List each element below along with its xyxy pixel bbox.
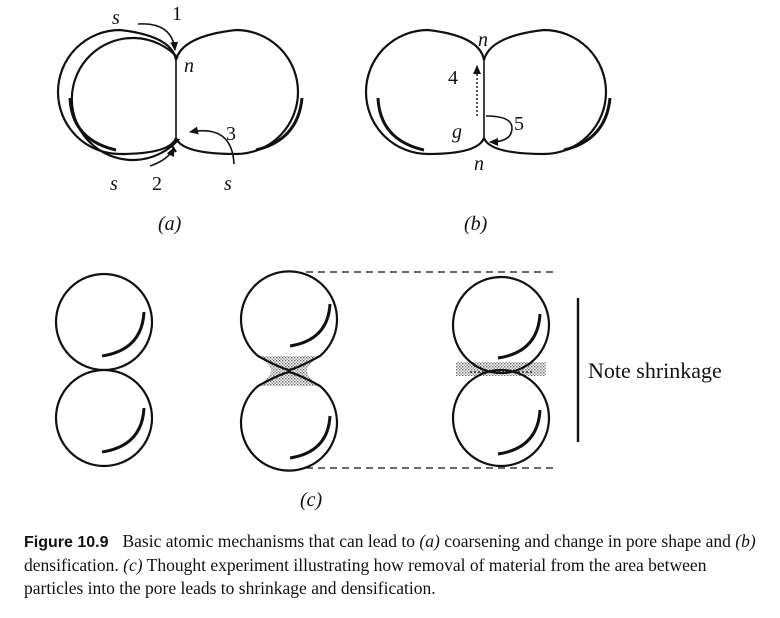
caption-ref-c: (c): [123, 555, 143, 575]
inner-arc: [497, 313, 542, 360]
particle-bottom: [451, 368, 551, 468]
inner-arc-right: [563, 97, 612, 152]
arrow-2: [149, 147, 175, 167]
inner-arc-right: [255, 97, 304, 152]
panel-a-arrow-2: 2: [152, 173, 162, 195]
panel-c-column-1: [54, 272, 154, 468]
panel-b-n-top: n: [478, 29, 488, 51]
particle-left-outline: [70, 36, 181, 162]
caption-text-1: Basic atomic mechanisms that can lead to: [122, 531, 420, 551]
inner-arc: [101, 311, 146, 358]
caption-text-2: coarsening and change in pore shape and: [439, 531, 736, 551]
caption-text-3: densification.: [24, 555, 124, 575]
panel-a-arrow-3: 3: [226, 123, 236, 145]
panel-a-arrow-1: 1: [172, 3, 182, 25]
panel-b-label: (b): [464, 213, 488, 235]
panel-b: [364, 28, 612, 156]
panel-b-arrow-4: 4: [448, 67, 458, 89]
inner-arc: [289, 415, 332, 460]
caption-ref-b: (b): [735, 531, 756, 551]
particle-outline-left: [56, 28, 178, 156]
panel-a-label: (a): [158, 213, 182, 235]
arrow-3: [189, 126, 235, 165]
particle-top: [239, 270, 339, 372]
panel-b-g: g: [452, 121, 462, 143]
arrow-1: [137, 23, 179, 51]
inner-arc-left: [376, 97, 425, 152]
inner-arc-left: [68, 97, 117, 152]
particle-top: [451, 275, 551, 375]
panel-a-n: n: [184, 55, 194, 77]
caption-ref-a: (a): [419, 531, 440, 551]
particle-bottom: [54, 368, 154, 468]
inner-arc: [289, 303, 332, 348]
panel-a-s-top: s: [112, 7, 120, 29]
figure-caption: Figure 10.9 Basic atomic mechanisms that …: [24, 530, 760, 600]
inner-arc: [497, 409, 542, 456]
figure-number: Figure 10.9: [24, 534, 109, 551]
panel-b-arrow-5: 5: [514, 113, 524, 135]
caption-text-4: Thought experiment illustrating how remo…: [24, 555, 707, 598]
particle-outline-right: [174, 28, 300, 156]
panel-b-n-bottom: n: [474, 153, 484, 175]
inner-arc: [101, 407, 146, 454]
panel-c-column-3: [451, 275, 551, 468]
panel-c-column-2: [239, 270, 339, 472]
particle-outline-left: [364, 28, 486, 156]
panel-a: [56, 23, 304, 167]
note-shrinkage: Note shrinkage: [588, 358, 722, 383]
particle-outline-right: [482, 28, 608, 156]
panel-a-s-bottom-right: s: [224, 173, 232, 195]
panel-a-s-bottom-left: s: [110, 173, 118, 195]
panel-c-label: (c): [300, 489, 323, 511]
arrow-5: [485, 115, 513, 146]
particle-bottom: [239, 370, 339, 472]
